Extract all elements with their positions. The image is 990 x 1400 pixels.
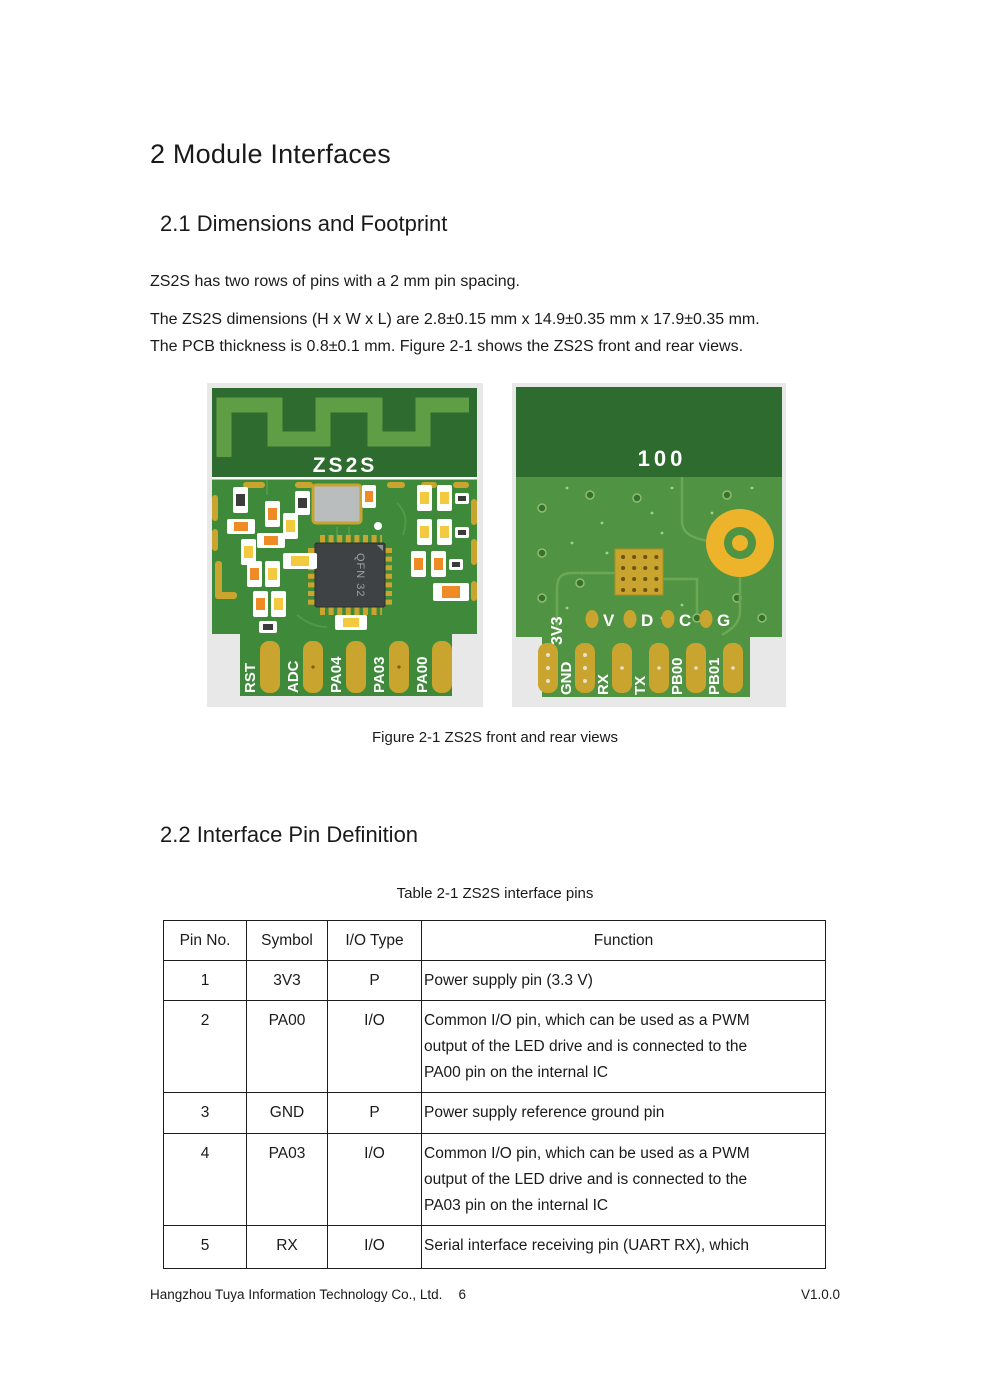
smd-components [227,485,469,633]
col-header-symbol: Symbol [246,920,328,961]
paragraph-dimensions-line2: The PCB thickness is 0.8±0.1 mm. Figure … [150,338,744,355]
rear-pcb-image: 100 [512,383,786,707]
test-point-label-g: G [717,611,730,630]
cell-io-type: I/O [327,1225,422,1269]
front-pin-label-pa00: PA00 [414,657,431,693]
paragraph-dimensions-line1: The ZS2S dimensions (H x W x L) are 2.8±… [150,311,760,328]
rear-pin-label-tx: TX [632,676,649,695]
front-pin-label-adc: ADC [285,660,302,693]
antenna-meander-trace [216,397,469,457]
section-heading-dimensions: 2.1 Dimensions and Footprint [160,211,448,236]
cell-function: Serial interface receiving pin (UART RX)… [421,1225,826,1269]
rear-silkscreen-label: 100 [638,446,687,471]
via-dot [374,522,382,530]
table-row: 4 PA03 I/O Common I/O pin, which can be … [163,1133,826,1226]
qfn-chip-label: QFN 32 [354,553,366,598]
cell-pin-no: 2 [163,1000,247,1093]
cell-pin-no: 4 [163,1133,247,1226]
table-row: 1 3V3 P Power supply pin (3.3 V) [163,960,826,1001]
cell-symbol: GND [246,1092,328,1134]
footer-company: Hangzhou Tuya Information Technology Co.… [150,1287,443,1302]
cell-pin-no: 5 [163,1225,247,1269]
cell-io-type: I/O [327,1133,422,1226]
copper-traces-rear [555,477,742,637]
antenna-donut-pad [706,509,774,577]
cell-function: Power supply reference ground pin [421,1092,826,1134]
cell-symbol: PA00 [246,1000,328,1093]
test-point-label-c: C [679,611,691,630]
table-header-row: Pin No. Symbol I/O Type Function [163,920,826,961]
cell-pin-no: 3 [163,1092,247,1134]
footer-company-line: Hangzhou Tuya Information Technology Co.… [150,1287,466,1302]
col-header-function: Function [421,920,826,961]
col-header-pin-no: Pin No. [163,920,247,961]
cell-io-type: P [327,1092,422,1134]
silkscreen-divider-line [212,477,477,480]
chip-pin1-marker [377,545,383,551]
cell-symbol: 3V3 [246,960,328,1001]
figure-caption: Figure 2-1 ZS2S front and rear views [372,729,618,746]
test-point-label-v: V [603,611,615,630]
cell-pin-no: 1 [163,960,247,1001]
cell-function: Common I/O pin, which can be used as a P… [421,1000,826,1093]
footer-page-number: 6 [458,1287,466,1302]
copper-traces [266,480,407,628]
paragraph-dimensions: The ZS2S dimensions (H x W x L) are 2.8±… [150,306,850,360]
rear-power-label: 3V3 [549,616,566,645]
front-pcb-image: ZS2S [207,383,483,707]
test-point-label-d: D [641,611,653,630]
cell-function: Common I/O pin, which can be used as a P… [421,1133,826,1226]
rear-pin-label-gnd: GND [558,662,575,696]
col-header-io-type: I/O Type [327,920,422,961]
paragraph-pin-spacing: ZS2S has two rows of pins with a 2 mm pi… [150,273,520,290]
test-points [585,610,713,628]
antenna-zone-rear [516,387,782,477]
cell-io-type: I/O [327,1000,422,1093]
rear-pin-label-rx: RX [595,674,612,695]
rear-pin-label-pb01: PB01 [706,657,723,695]
chapter-heading: 2 Module Interfaces [150,139,391,169]
figure-pcb-views: ZS2S [207,383,787,707]
interface-pins-table: Pin No. Symbol I/O Type Function 1 3V3 P… [163,920,826,1269]
cell-symbol: PA03 [246,1133,328,1226]
footer-version: V1.0.0 [800,1287,840,1302]
qfn-chip-body [314,542,386,608]
edge-pads [212,482,477,601]
front-silkscreen-label: ZS2S [313,454,378,477]
front-pin-label-rst: RST [242,663,259,693]
rear-bottom-pads [538,643,743,693]
front-bottom-pads [260,641,452,693]
table-row: 5 RX I/O Serial interface receiving pin … [163,1225,826,1269]
section-heading-pin-definition: 2.2 Interface Pin Definition [160,822,419,847]
front-pin-label-pa03: PA03 [371,657,388,693]
table-row: 2 PA00 I/O Common I/O pin, which can be … [163,1000,826,1093]
crystal-oscillator [311,483,363,525]
cell-function: Power supply pin (3.3 V) [421,960,826,1001]
cell-io-type: P [327,960,422,1001]
cell-symbol: RX [246,1225,328,1269]
front-pin-label-pa04: PA04 [328,656,345,693]
table-row: 3 GND P Power supply reference ground pi… [163,1092,826,1134]
rear-pin-label-pb00: PB00 [669,657,686,695]
table-caption: Table 2-1 ZS2S interface pins [396,885,594,902]
